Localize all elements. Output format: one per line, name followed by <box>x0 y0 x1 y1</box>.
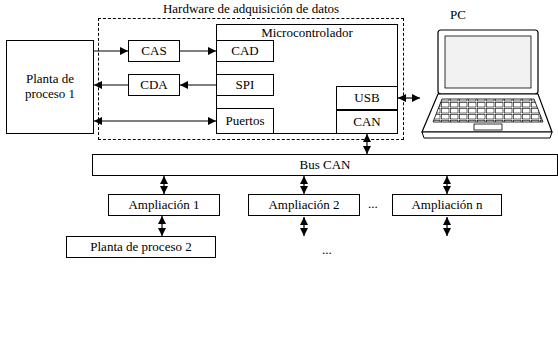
microcontroller-box: MicrocontroladorCAD SPI Puertos USB CAN <box>216 24 398 134</box>
converter-box: CAS <box>128 40 180 62</box>
bus-band: Bus CAN <box>92 154 558 176</box>
pc-node: PC <box>420 8 554 142</box>
node-label: Puertos <box>222 114 269 129</box>
signal-arrow <box>161 216 162 236</box>
signal-arrow <box>446 176 447 194</box>
expansion-box: Ampliación 1 <box>108 194 220 216</box>
ellipsis-label: ... <box>322 243 332 257</box>
peripheral-box: CAN <box>336 110 398 134</box>
signal-arrow <box>163 176 164 194</box>
node-label: CAN <box>349 115 384 130</box>
node-label: SPI <box>232 78 259 93</box>
node-label: CAD <box>227 44 262 59</box>
signal-arrow <box>180 84 216 85</box>
process-plant-box: Planta de proceso 2 <box>66 236 216 258</box>
node-heading: Microcontrolador <box>217 26 397 41</box>
node-heading: Hardware de adquisición de datos <box>99 2 403 17</box>
expansion-box: Ampliación 2 <box>248 194 360 216</box>
node-label: Ampliación 2 <box>264 198 343 213</box>
node-label: CAS <box>137 44 170 59</box>
signal-arrow <box>398 97 420 98</box>
node-label: USB <box>350 91 383 106</box>
laptop-icon <box>422 30 552 138</box>
signal-arrow <box>94 84 128 85</box>
node-label: Ampliación 1 <box>124 198 203 213</box>
ellipsis-label: ... <box>368 197 378 211</box>
signal-arrow <box>94 120 216 121</box>
process-plant-box: Planta de proceso 1 <box>6 40 94 134</box>
converter-box: CDA <box>128 74 180 96</box>
hardware-group: Hardware de adquisición de datosCASCDAMi… <box>98 18 404 140</box>
node-label: Ampliación n <box>407 198 486 213</box>
stub-arrow <box>446 217 447 236</box>
peripheral-box: SPI <box>216 74 274 96</box>
signal-arrow <box>303 176 304 194</box>
peripheral-box: Puertos <box>216 108 274 134</box>
signal-arrow <box>94 50 128 51</box>
peripheral-box: CAD <box>216 40 274 62</box>
stub-arrow <box>303 217 304 236</box>
node-label: CDA <box>136 78 171 93</box>
node-label: Bus CAN <box>296 158 355 173</box>
signal-arrow <box>366 134 367 154</box>
expansion-box: Ampliación n <box>392 194 502 216</box>
peripheral-box: USB <box>336 86 398 110</box>
signal-arrow <box>180 50 216 51</box>
node-label: Planta de proceso 1 <box>7 72 93 102</box>
node-heading: PC <box>446 8 470 23</box>
node-label: Planta de proceso 2 <box>86 240 195 255</box>
